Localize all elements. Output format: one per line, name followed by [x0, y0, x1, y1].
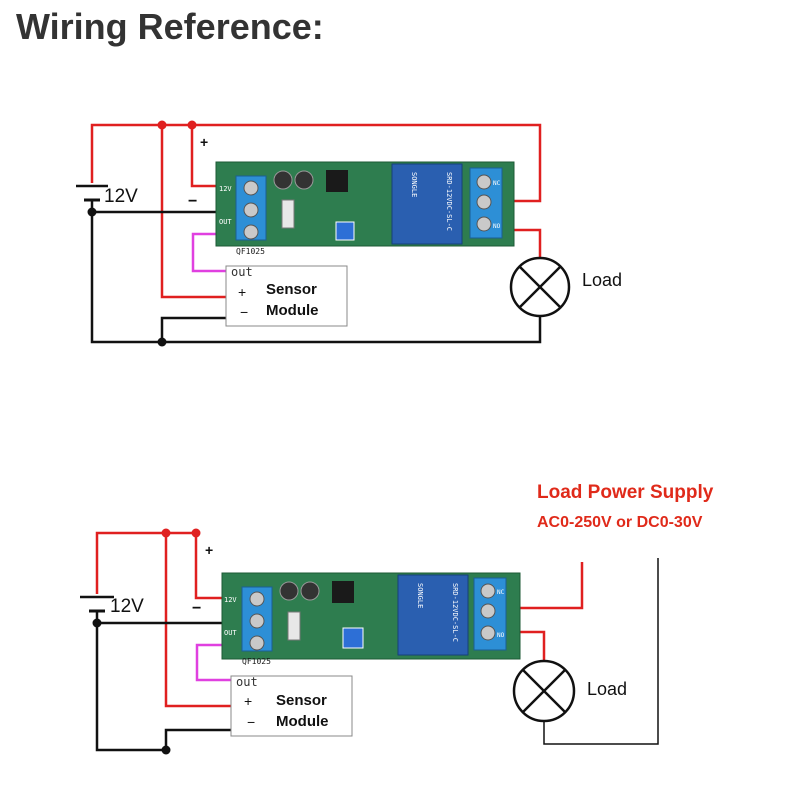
negative-loop-wire	[95, 623, 238, 752]
junction-dot	[157, 120, 167, 130]
sensor-module: out + − Sensor Module	[230, 675, 353, 737]
relay-contact-label: NO	[493, 223, 501, 230]
signal-wire	[195, 643, 243, 682]
sensor-minus-label: −	[240, 304, 248, 320]
potentiometer-icon	[342, 627, 364, 649]
sensor-minus-label: −	[247, 714, 255, 730]
relay-contact-label: NC	[493, 180, 501, 187]
sensor-positive-wire	[160, 125, 232, 299]
load-lamp-icon	[512, 659, 576, 723]
screw-icon	[476, 174, 492, 190]
sensor-negative-wire	[160, 316, 232, 342]
screw-icon	[480, 625, 496, 641]
wiring-diagram-2: 12V + − 12V OUT QF1025 SRD-12VDC-SL-C SO…	[80, 482, 714, 755]
screw-icon	[243, 180, 259, 196]
screw-icon	[249, 613, 265, 629]
screw-icon	[480, 583, 496, 599]
capacitor-icon	[294, 170, 314, 190]
relay-board: 12V OUT QF1025 SRD-12VDC-SL-C SONGLE NC …	[215, 161, 515, 256]
terminal-label: OUT	[219, 218, 232, 226]
relay	[397, 574, 469, 656]
screw-icon	[243, 224, 259, 240]
sensor-module: out + − Sensor Module	[225, 265, 348, 327]
load-label: Load	[582, 270, 622, 290]
load-supply-com-wire	[495, 562, 584, 610]
screw-icon	[480, 603, 496, 619]
sensor-box	[230, 675, 353, 737]
screw-icon	[476, 216, 492, 232]
load-lamp-icon	[509, 256, 571, 318]
load-power-supply-title: Load Power Supply	[537, 482, 714, 503]
relay-board: 12V OUT QF1025 SRD-12VDC-SL-C SONGLE NC …	[221, 572, 521, 666]
screw-icon	[243, 202, 259, 218]
wiring-diagram-1: 12V + − 12V OUT QF1025 SRD-12VDC-SL-C SO…	[76, 120, 622, 347]
battery-label: 12V	[104, 186, 138, 207]
capacitor-icon	[300, 581, 320, 601]
load-supply-return-wire	[543, 558, 659, 745]
load-power-supply-range: AC0-250V or DC0-30V	[537, 514, 703, 531]
screw-icon	[476, 194, 492, 210]
diode-icon	[287, 611, 301, 641]
negative-loop-wire	[90, 212, 542, 344]
junction-dot	[161, 528, 171, 538]
battery-symbol	[76, 183, 108, 212]
terminal-label: 12V	[224, 596, 237, 604]
diode-icon	[281, 199, 295, 229]
battery-symbol	[80, 594, 114, 623]
sensor-name-line1: Sensor	[266, 281, 317, 298]
chip-icon	[332, 581, 354, 603]
terminal-label: OUT	[224, 629, 237, 637]
load-label: Load	[587, 679, 627, 699]
junction-dot	[157, 337, 167, 347]
capacitor-icon	[273, 170, 293, 190]
sensor-name-line1: Sensor	[276, 692, 327, 709]
page-title: Wiring Reference:	[16, 6, 324, 47]
sensor-name-line2: Module	[266, 302, 319, 319]
positive-loop-wire	[90, 123, 542, 203]
sensor-out-label: out	[236, 675, 258, 689]
chip-icon	[326, 170, 348, 192]
relay-brand: SONGLE	[416, 583, 424, 608]
negative-wires	[92, 558, 659, 755]
plus-label: +	[200, 134, 208, 150]
terminal-label: 12V	[219, 185, 232, 193]
screw-icon	[249, 591, 265, 607]
battery-label: 12V	[110, 596, 144, 617]
screw-icon	[249, 635, 265, 651]
minus-label: −	[192, 600, 201, 617]
potentiometer-icon	[335, 221, 355, 241]
sensor-positive-wire	[164, 533, 238, 708]
relay-contact-label: NO	[497, 632, 505, 639]
minus-label: −	[188, 193, 197, 210]
sensor-plus-label: +	[238, 284, 246, 300]
junction-dot	[191, 528, 201, 538]
model-code: QF1025	[236, 247, 265, 256]
sensor-name-line2: Module	[276, 713, 329, 730]
junction-dot	[187, 120, 197, 130]
sensor-box	[225, 265, 348, 327]
model-code: QF1025	[242, 657, 271, 666]
relay	[391, 163, 463, 245]
positive-supply-wire	[95, 531, 196, 597]
capacitor-icon	[279, 581, 299, 601]
sensor-out-label: out	[231, 265, 253, 279]
sensor-plus-label: +	[244, 693, 252, 709]
junction-dot	[161, 745, 171, 755]
relay-contact-label: NC	[497, 589, 505, 596]
relay-brand: SONGLE	[410, 172, 418, 197]
relay-model: SRD-12VDC-SL-C	[445, 172, 453, 231]
plus-label: +	[205, 542, 213, 558]
relay-model: SRD-12VDC-SL-C	[451, 583, 459, 642]
